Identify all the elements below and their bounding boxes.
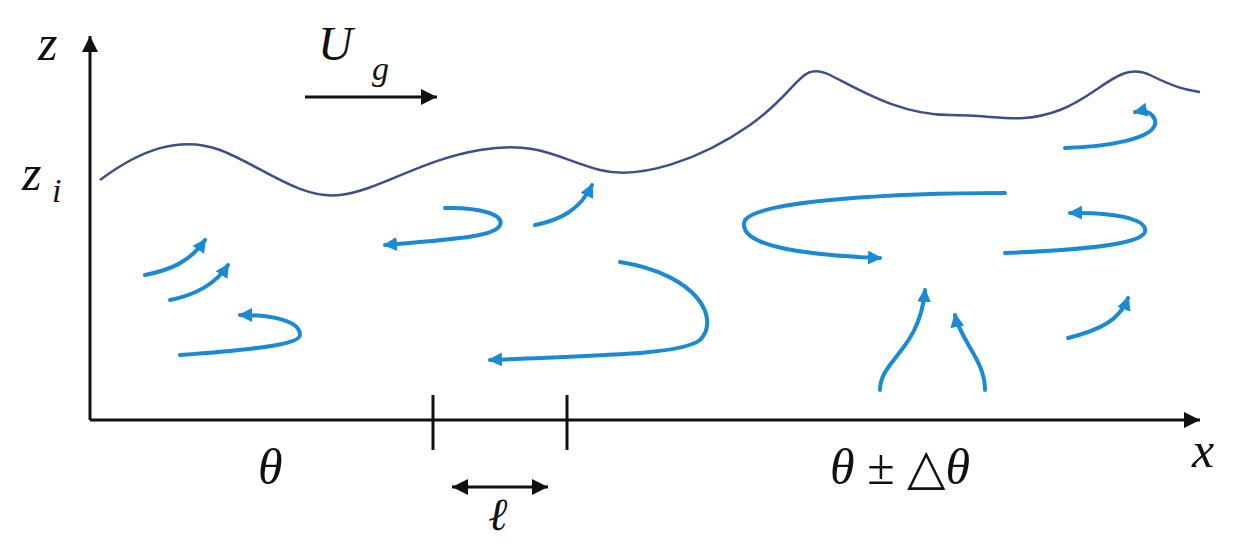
length-scale — [433, 395, 567, 487]
subscript: i — [52, 174, 61, 208]
axis-label: z — [38, 18, 57, 68]
wind-label: U — [318, 20, 353, 68]
axis-label: x — [1192, 425, 1214, 475]
subscript: g — [372, 52, 389, 86]
temperature-label: θ ± △θ — [830, 442, 970, 492]
length-label: ℓ — [488, 492, 507, 538]
height-label: z — [22, 148, 41, 198]
axes — [90, 36, 1200, 420]
wind-arrow — [305, 96, 437, 99]
temperature-label: θ — [258, 442, 283, 492]
boundary-layer-top — [100, 71, 1200, 195]
eddy-arrows — [145, 111, 1155, 390]
